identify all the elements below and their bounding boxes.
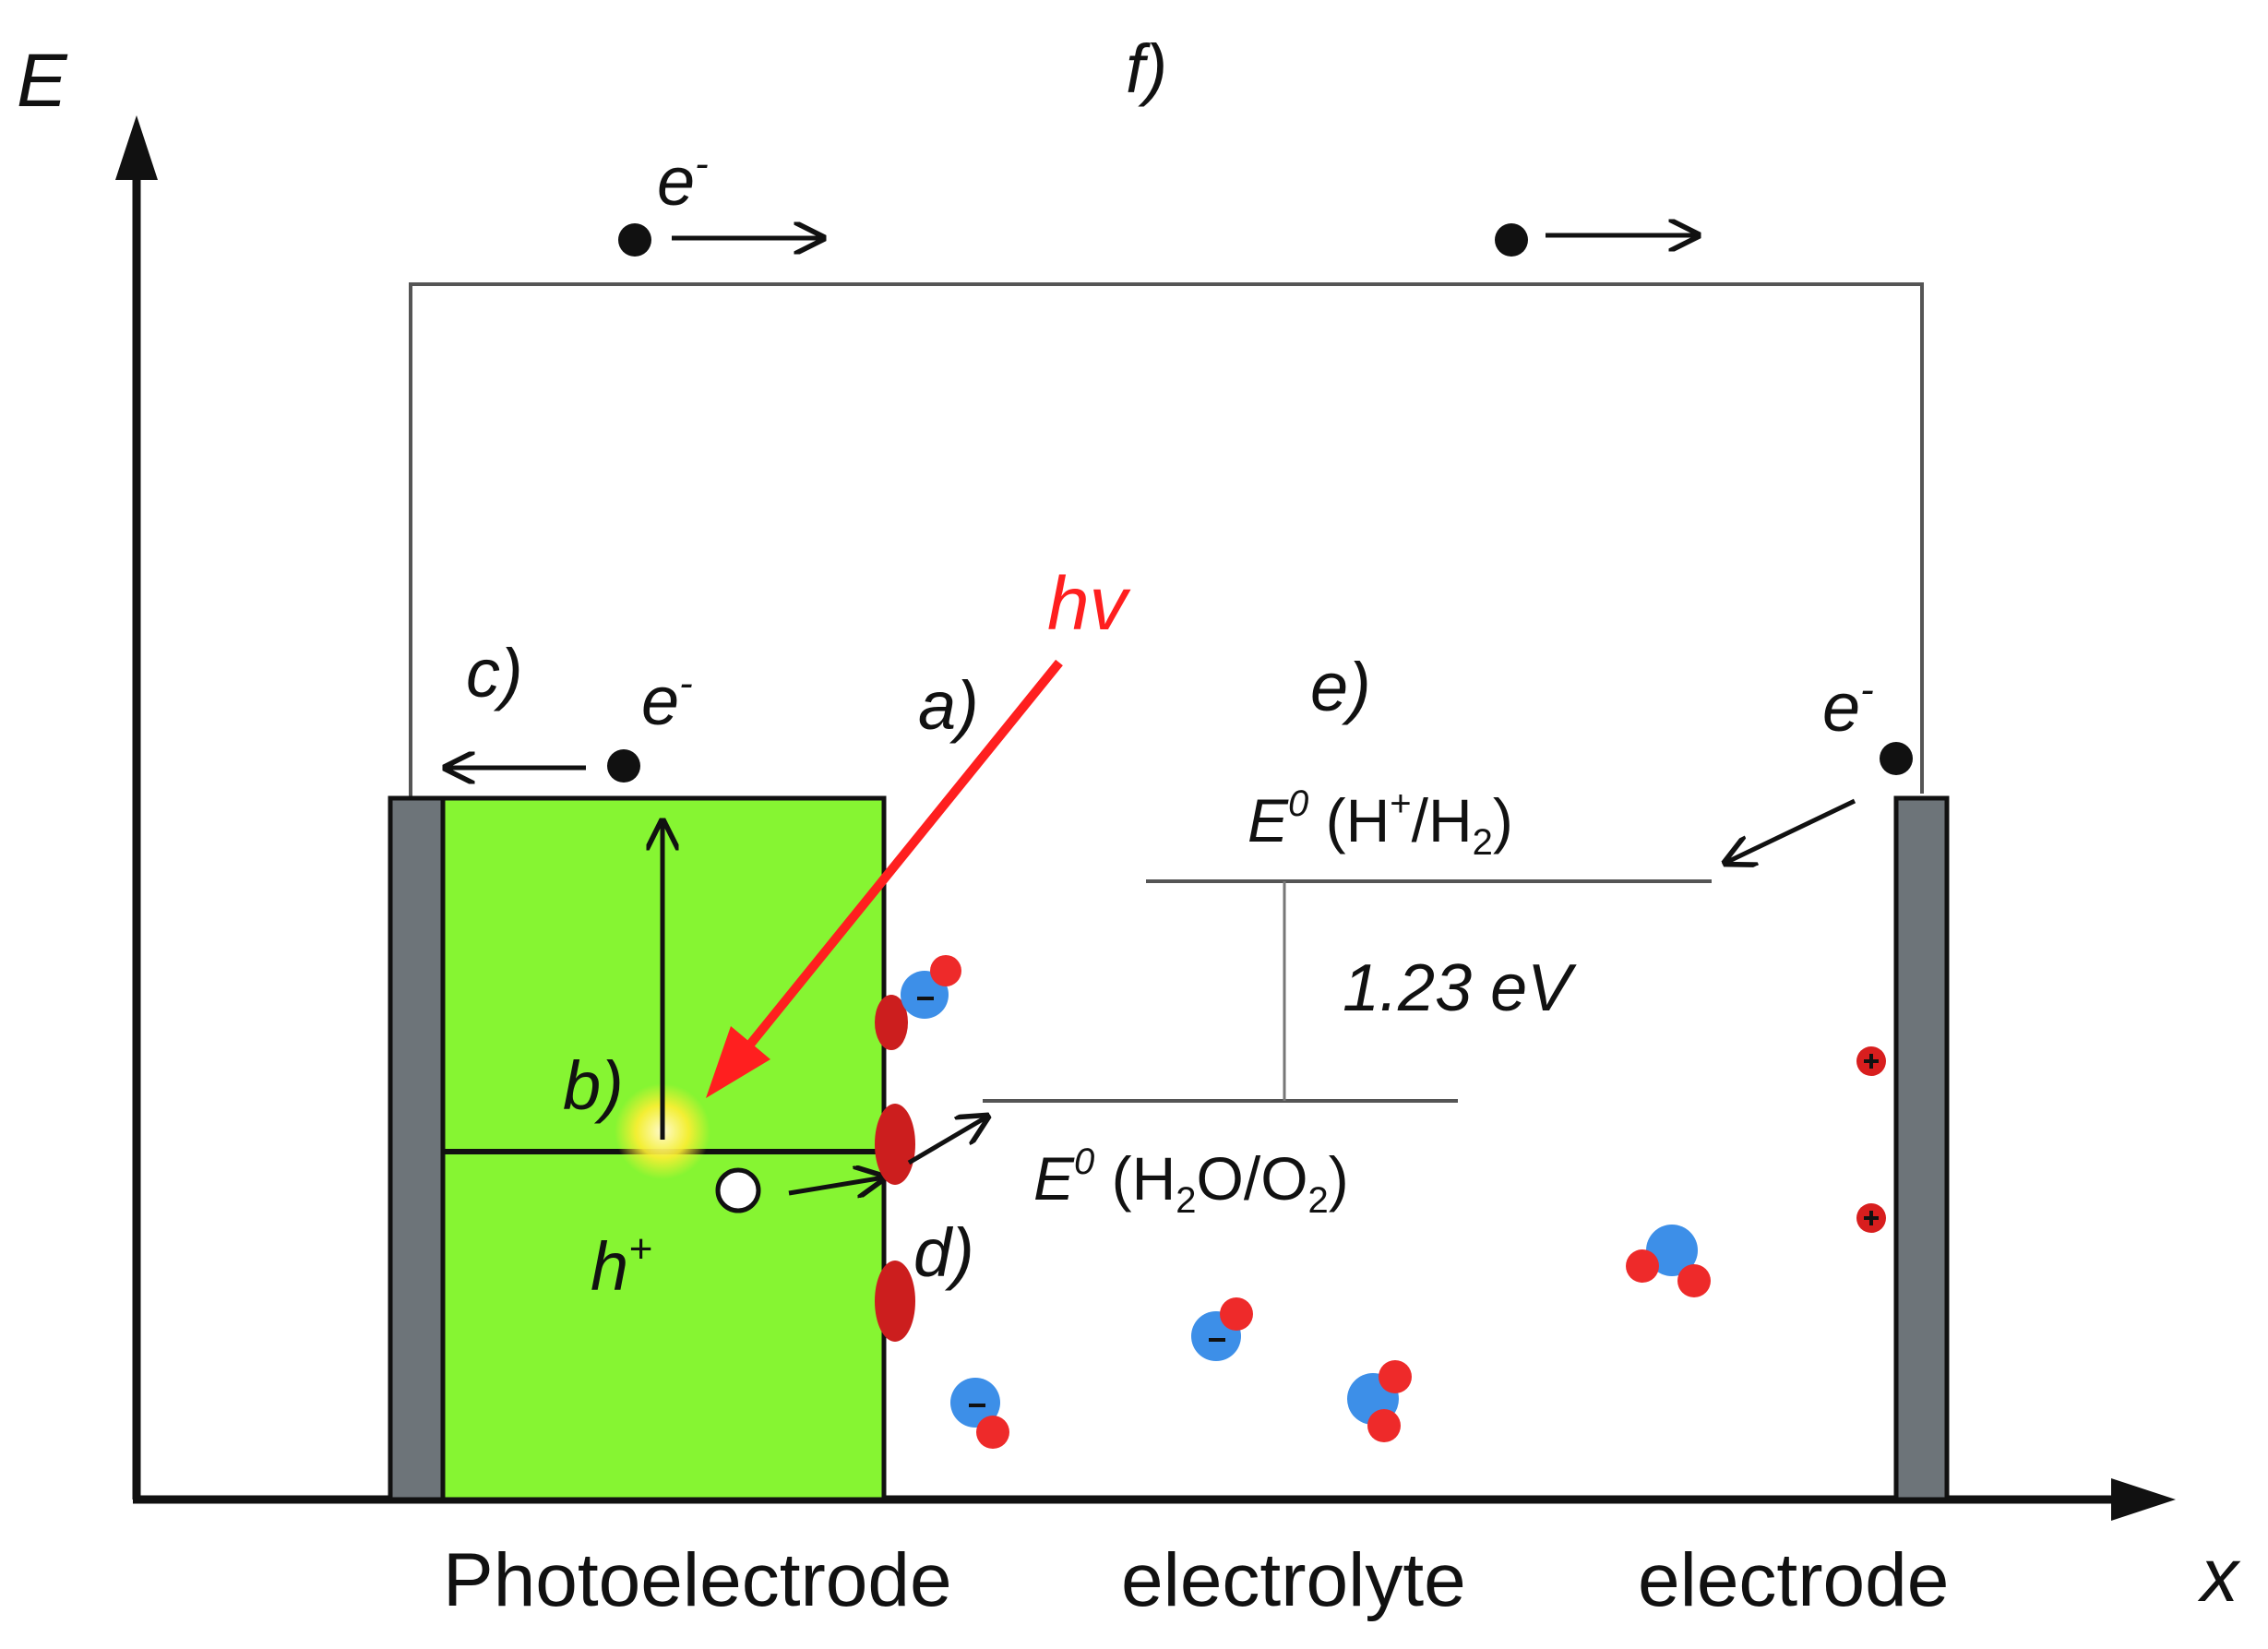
surface-adsorbates: d)	[875, 955, 987, 1342]
oxygen-atom	[950, 1378, 1000, 1428]
x-axis-arrowhead	[2111, 1478, 2176, 1521]
adsorbate-blob	[875, 1104, 915, 1185]
reduction-arrow	[1725, 798, 1856, 863]
back-contact	[388, 795, 446, 1502]
hydrogen-atom	[1220, 1297, 1253, 1331]
electron-label: e-	[657, 141, 709, 220]
light-ray	[742, 659, 1063, 1054]
hole-transfer-arrow	[788, 1177, 884, 1193]
oxidation-arrow	[907, 1117, 987, 1165]
redox-levels: 1.23 eV E0 (H+/H2) E0 (H2O/O2) e)	[983, 649, 1712, 1221]
step-label-f: f)	[1126, 30, 1167, 107]
hydrogen-atom	[930, 955, 961, 986]
adsorbate-blob	[875, 995, 908, 1050]
light-label: hv	[1047, 562, 1131, 646]
electron-dot	[1880, 742, 1913, 775]
photoelectron: e- c)	[446, 635, 693, 783]
gap-label: 1.23 eV	[1343, 951, 1577, 1025]
hydrogen-atom	[1379, 1360, 1412, 1393]
water-molecule	[1626, 1225, 1711, 1297]
electron-dot	[618, 223, 651, 257]
circuit-electron-left: e-	[618, 141, 823, 257]
adsorbed-hydroxide	[901, 955, 961, 1019]
step-label-b: b)	[563, 1047, 624, 1124]
hole	[715, 1167, 761, 1213]
step-label-d: d)	[913, 1214, 974, 1291]
positive-charge	[1856, 1203, 1886, 1233]
oxygen-level-label: E0 (H2O/O2)	[1033, 1141, 1349, 1221]
electrolyte-species	[950, 1225, 1711, 1449]
photoelectrode-label: Photoelectrode	[443, 1538, 952, 1622]
y-axis-arrowhead	[115, 115, 158, 180]
incident-light: hv a)	[706, 562, 1131, 1098]
photoelectrode: h+ b)	[388, 795, 884, 1502]
step-label-a: a)	[918, 667, 979, 744]
hydroxide-ion	[1191, 1297, 1253, 1361]
hydrogen-atom	[1677, 1264, 1711, 1297]
hydrogen-level-label: E0 (H+/H2)	[1247, 783, 1513, 863]
electrode-plate	[1893, 795, 1950, 1502]
hydrogen-atom	[1367, 1409, 1401, 1442]
hole-label: h+	[591, 1226, 652, 1305]
external-circuit-wire	[409, 282, 1924, 798]
electron-label: e-	[641, 661, 693, 739]
hydrogen-atom	[1626, 1249, 1659, 1283]
x-axis-label: x	[2197, 1534, 2241, 1618]
step-label-c: c)	[466, 635, 523, 711]
electron-label: e-	[1822, 667, 1874, 746]
light-arrowhead	[706, 1026, 770, 1098]
electrolyte-label: electrolyte	[1121, 1538, 1466, 1622]
step-label-e: e)	[1310, 649, 1371, 725]
oxygen-atom	[1646, 1225, 1698, 1276]
hydroxide-ion	[950, 1378, 1009, 1449]
positive-charge	[1856, 1046, 1886, 1076]
electrode-label: electrode	[1638, 1538, 1949, 1622]
region-labels: Photoelectrode electrolyte electrode	[443, 1538, 1949, 1622]
hydrogen-atom	[976, 1416, 1009, 1449]
electron-dot	[607, 749, 640, 783]
adsorbate-blob	[875, 1261, 915, 1342]
y-axis-label: E	[17, 39, 68, 123]
circuit-electron-right	[1495, 223, 1698, 257]
electron-dot	[1495, 223, 1528, 257]
water-molecule	[1347, 1360, 1412, 1442]
counter-electrode: e-	[1725, 667, 1950, 1502]
